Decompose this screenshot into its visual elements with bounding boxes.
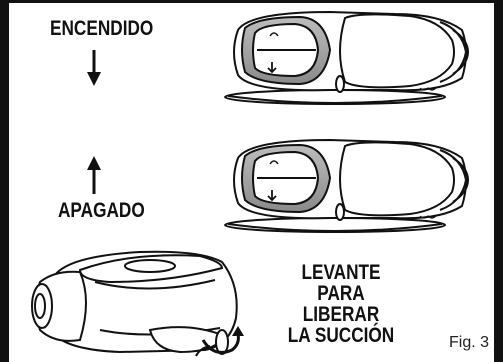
figure-caption: Fig. 3	[448, 334, 489, 351]
frame-border-right	[494, 0, 503, 362]
down-arrow-icon	[87, 50, 101, 86]
on-label: ENCENDIDO	[50, 17, 154, 40]
lift-line-3: LA SUCCIÓN	[287, 324, 395, 347]
device-on-illustration	[224, 10, 470, 105]
device-off-illustration	[224, 138, 470, 233]
frame-border-left	[0, 0, 9, 362]
lift-line-1: LEVANTE PARA	[301, 261, 381, 305]
up-arrow-icon	[87, 156, 101, 194]
off-label: APAGADO	[58, 199, 145, 222]
curved-lift-arrow-icon	[195, 326, 244, 357]
device-lift-illustration	[31, 250, 238, 355]
lift-instruction: LEVANTE PARA LIBERAR LA SUCCIÓN	[280, 262, 403, 346]
lift-line-2: LIBERAR	[302, 303, 380, 326]
frame-border-top	[0, 0, 503, 3]
